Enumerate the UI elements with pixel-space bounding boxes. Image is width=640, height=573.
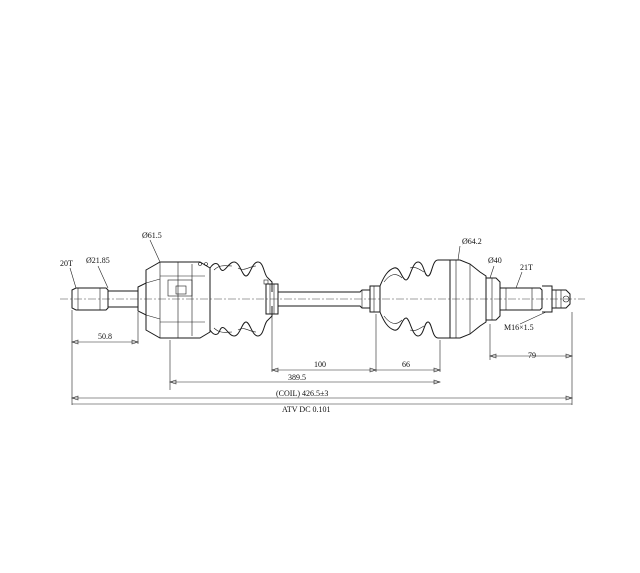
label-len-right-boot: 66 <box>402 360 410 369</box>
left-joint-housing <box>145 261 211 339</box>
dimension-labels: 20T Ø21.85 Ø61.5 Ø64.2 Ø40 21T M16×1.5 5… <box>60 231 536 414</box>
left-boot <box>209 261 279 337</box>
right-joint-housing <box>449 259 501 339</box>
label-spline-right: 21T <box>520 263 533 272</box>
label-len-right-stub: 79 <box>528 351 536 360</box>
label-dia-right-joint: Ø64.2 <box>462 237 482 246</box>
label-dia-joint: Ø61.5 <box>142 231 162 240</box>
label-len-total: ATV DC 0.101 <box>282 405 331 414</box>
label-dia-right-body: Ø40 <box>488 256 502 265</box>
dimension-lines <box>69 239 573 405</box>
label-dia-left-shaft: Ø21.85 <box>86 256 110 265</box>
label-len-left-stub: 50.8 <box>98 332 112 341</box>
right-boot <box>369 259 450 339</box>
label-len-coil: (COIL) 426.5±3 <box>276 389 328 398</box>
label-len-mid: 389.5 <box>288 373 306 382</box>
right-stub-shaft <box>500 285 571 313</box>
label-len-shaft: 100 <box>314 360 326 369</box>
label-spline-left: 20T <box>60 259 73 268</box>
label-thread: M16×1.5 <box>504 323 534 332</box>
